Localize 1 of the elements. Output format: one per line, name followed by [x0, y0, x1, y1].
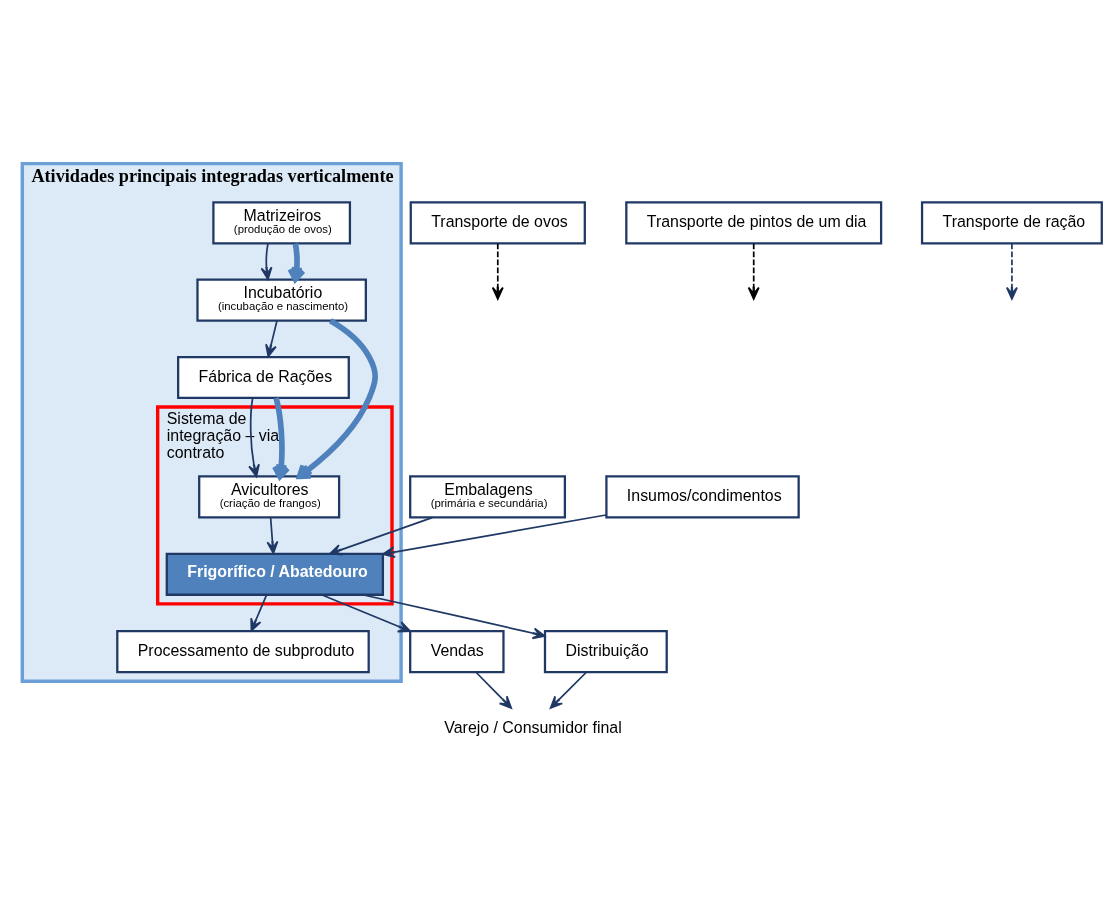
node-text: Varejo / Consumidor final: [444, 718, 622, 736]
